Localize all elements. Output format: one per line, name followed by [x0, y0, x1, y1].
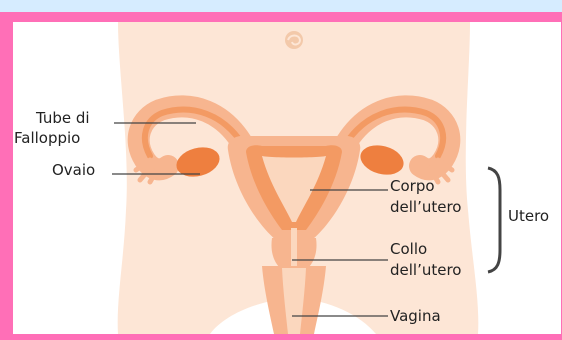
label-tubes-line2: Falloppio: [14, 129, 80, 147]
navel: [285, 31, 303, 49]
label-cervix-line1: Collo: [390, 240, 427, 258]
label-body-line1: Corpo: [390, 177, 435, 195]
label-cervix-line2: dell’utero: [390, 261, 461, 279]
label-ovary: Ovaio: [52, 161, 95, 179]
label-body-line2: dell’utero: [390, 198, 461, 216]
label-vagina: Vagina: [390, 307, 441, 325]
label-tubes-line1: Tube di: [36, 109, 90, 127]
label-uterus: Utero: [508, 207, 549, 225]
cervical-canal: [291, 228, 297, 270]
